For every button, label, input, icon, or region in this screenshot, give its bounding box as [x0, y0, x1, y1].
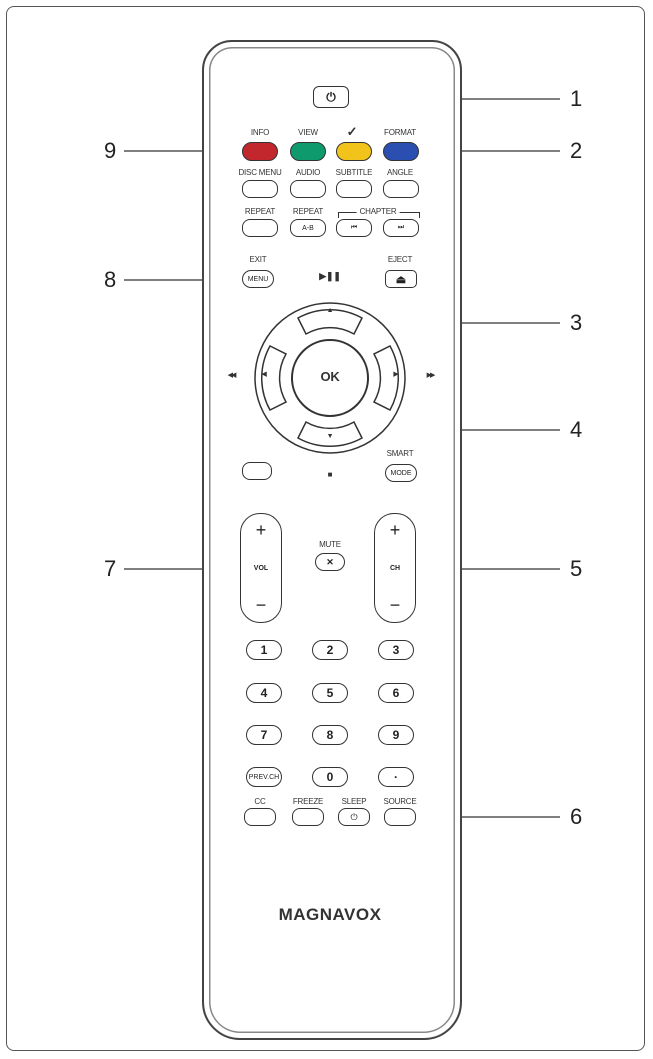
skip-forward-icon: ⏭	[397, 224, 405, 231]
freeze-label: FREEZE	[292, 797, 324, 806]
channel-up-icon: +	[389, 520, 401, 540]
mute-icon: ✕	[326, 556, 334, 567]
repeat-ab-label: REPEAT	[292, 207, 324, 216]
sleep-icon: ⏻	[350, 811, 358, 822]
disc-menu-label: DISC MENU	[238, 168, 282, 177]
mute-label: MUTE	[319, 540, 341, 549]
check-label: ✓	[346, 124, 358, 139]
audio-button[interactable]	[290, 180, 326, 198]
ok-button[interactable]	[291, 339, 369, 417]
menu-button[interactable]: MENU	[242, 270, 274, 288]
exit-label: EXIT	[249, 255, 267, 264]
number-4-button[interactable]: 4	[246, 683, 282, 703]
callout-7: 7	[104, 556, 117, 581]
number-0-button[interactable]: 0	[312, 767, 348, 787]
number-8-button[interactable]: 8	[312, 725, 348, 745]
info-label: INFO	[250, 128, 270, 137]
yellow-button[interactable]	[336, 142, 372, 161]
number-3-button[interactable]: 3	[378, 640, 414, 660]
channel-down-icon: −	[389, 595, 401, 615]
audio-label: AUDIO	[295, 168, 321, 177]
freeze-button[interactable]	[292, 808, 324, 826]
view-label: VIEW	[298, 128, 318, 137]
volume-label: VOL	[253, 564, 269, 572]
repeat-button[interactable]	[242, 219, 278, 237]
dpad	[254, 302, 406, 454]
dpad-left-button[interactable]	[260, 345, 288, 411]
brand-logo: MAGNAVOX	[278, 905, 382, 924]
callout-1: 1	[570, 86, 583, 111]
cc-label: CC	[254, 797, 266, 806]
left-arrow-icon: ◀	[261, 371, 267, 378]
right-arrow-icon: ▶	[393, 371, 399, 378]
chapter-label: CHAPTER	[356, 207, 400, 216]
skip-back-icon: ⏮	[350, 224, 358, 231]
callout-3: 3	[570, 310, 583, 335]
rewind-icon: ◀◀	[227, 372, 237, 379]
callout-2: 2	[570, 138, 583, 163]
sleep-button[interactable]: ⏻	[338, 808, 370, 826]
eject-label: EJECT	[387, 255, 413, 264]
ok-label: OK	[320, 369, 340, 384]
green-view-button[interactable]	[290, 142, 326, 161]
play-pause-icon: ▶❚❚	[319, 271, 341, 281]
power-button[interactable]: ⏻	[313, 86, 349, 108]
cc-button[interactable]	[244, 808, 276, 826]
callout-6: 6	[570, 804, 583, 829]
previous-chapter-button[interactable]: ⏮	[336, 219, 372, 237]
down-arrow-icon: ▼	[326, 433, 334, 440]
figure-frame	[6, 6, 645, 1051]
callout-5: 5	[570, 556, 583, 581]
volume-down-icon: −	[255, 595, 267, 615]
dpad-up-button[interactable]	[297, 308, 363, 336]
subtitle-label: SUBTITLE	[335, 168, 373, 177]
blue-format-button[interactable]	[383, 142, 419, 161]
blank-button[interactable]	[242, 462, 272, 480]
dpad-right-button[interactable]	[372, 345, 400, 411]
mute-button[interactable]: ✕	[315, 553, 345, 571]
smart-mode-button[interactable]: MODE	[385, 464, 417, 482]
disc-menu-button[interactable]	[242, 180, 278, 198]
power-icon: ⏻	[326, 89, 336, 104]
angle-button[interactable]	[383, 180, 419, 198]
eject-icon: ⏏	[395, 273, 407, 286]
smart-label: SMART	[386, 449, 414, 458]
channel-label: CH	[389, 564, 401, 572]
angle-label: ANGLE	[386, 168, 414, 177]
volume-rocker[interactable]: + VOL −	[240, 513, 282, 623]
source-button[interactable]	[384, 808, 416, 826]
number-6-button[interactable]: 6	[378, 683, 414, 703]
subtitle-button[interactable]	[336, 180, 372, 198]
volume-up-icon: +	[255, 520, 267, 540]
prev-ch-text: PREV.CH	[248, 773, 280, 781]
stop-icon: ■	[327, 470, 333, 479]
dpad-down-button[interactable]	[297, 420, 363, 448]
next-chapter-button[interactable]: ⏭	[383, 219, 419, 237]
number-2-button[interactable]: 2	[312, 640, 348, 660]
fast-forward-icon: ▶▶	[426, 372, 436, 379]
number-5-button[interactable]: 5	[312, 683, 348, 703]
ab-text: A-B	[302, 224, 314, 232]
repeat-label: REPEAT	[244, 207, 276, 216]
channel-rocker[interactable]: + CH −	[374, 513, 416, 623]
number-7-button[interactable]: 7	[246, 725, 282, 745]
callout-9: 9	[104, 138, 117, 163]
repeat-ab-button[interactable]: A-B	[290, 219, 326, 237]
prev-channel-button[interactable]: PREV.CH	[246, 767, 282, 787]
dot-button[interactable]: ·	[378, 767, 414, 787]
menu-text: MENU	[247, 275, 269, 283]
callout-4: 4	[570, 417, 583, 442]
eject-button[interactable]: ⏏	[385, 270, 417, 288]
number-1-button[interactable]: 1	[246, 640, 282, 660]
up-arrow-icon: ▲	[326, 307, 334, 314]
mode-text: MODE	[390, 469, 412, 477]
callout-8: 8	[104, 267, 117, 292]
red-info-button[interactable]	[242, 142, 278, 161]
number-9-button[interactable]: 9	[378, 725, 414, 745]
sleep-label: SLEEP	[341, 797, 367, 806]
format-label: FORMAT	[384, 128, 416, 137]
source-label: SOURCE	[383, 797, 417, 806]
